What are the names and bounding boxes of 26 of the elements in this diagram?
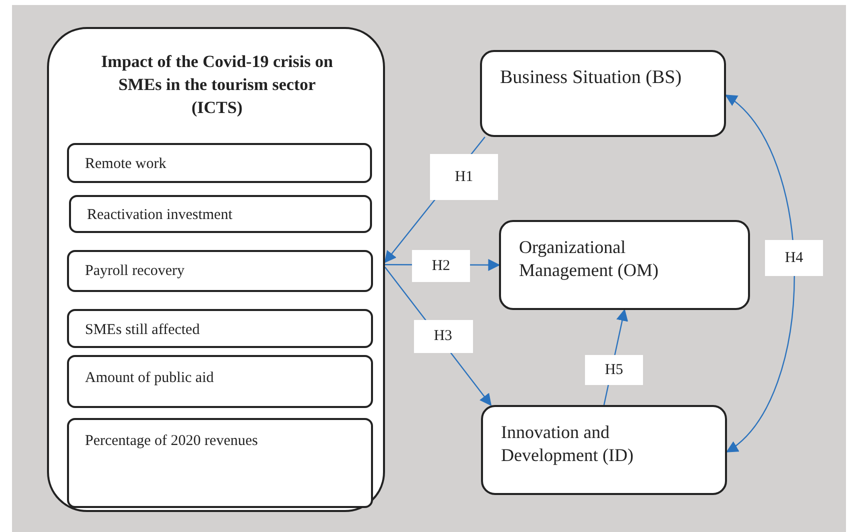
box-label: Business Situation (BS) (500, 66, 683, 90)
process-box (67, 250, 373, 292)
process-box (67, 309, 373, 348)
process-box (67, 143, 372, 183)
box-label: Percentage of 2020 revenues (85, 432, 259, 450)
box-label: Innovation and Development (ID) (501, 421, 634, 468)
box-label: Reactivation investment (87, 206, 234, 224)
edge-label: H3 (414, 320, 472, 352)
edge-label: H5 (585, 355, 643, 385)
box-label: Organizational Management (OM) (519, 236, 660, 282)
box-label: Amount of public aid (85, 369, 215, 387)
edge-label: H1 (430, 154, 498, 200)
process-box (69, 195, 372, 233)
edge-label: H4 (765, 240, 823, 276)
group-panel (47, 27, 385, 512)
box-label: Payroll recovery (85, 262, 186, 280)
process-box (499, 220, 750, 310)
process-box (67, 418, 373, 508)
process-box (67, 355, 373, 408)
edge-label: H2 (412, 250, 470, 282)
process-box (481, 405, 727, 495)
group-heading: Impact of the Covid-19 crisis on SMEs in the tourism sector (ICTS) (100, 51, 334, 119)
box-label: Remote work (85, 155, 168, 173)
process-box (480, 50, 726, 137)
box-label: SMEs still affected (85, 321, 201, 339)
arrow (725, 94, 795, 453)
